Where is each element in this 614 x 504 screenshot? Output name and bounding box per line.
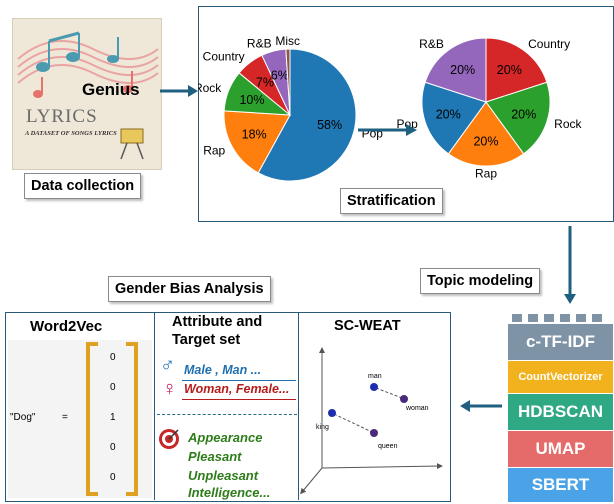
pie-slice-misc [285, 48, 291, 116]
female-underline [182, 399, 296, 400]
word2vec-title: Word2Vec [30, 318, 103, 335]
pie-category-label: Rock [198, 81, 222, 95]
pie-pct-label: 20% [473, 135, 498, 149]
stratification-label: Stratification [340, 188, 443, 214]
male-icon: ♂ [160, 354, 175, 376]
music-notes-illustration [17, 31, 159, 160]
pie-category-label: R&B [419, 37, 444, 51]
point-king [328, 409, 336, 417]
pie-slice-country [485, 37, 548, 103]
vector-value: 0 [110, 382, 116, 393]
scweat-title: SC-WEAT [334, 318, 401, 334]
pie-category-label: Misc [275, 34, 300, 48]
attribute-title-line2: Target set [172, 332, 241, 348]
female-attributes: Woman, Female... [184, 382, 290, 396]
dashed-separator [157, 414, 297, 415]
lyrics-title: LYRICS [26, 106, 98, 127]
pie-category-label: Pop [396, 117, 418, 131]
stack-hdbscan: HDBSCAN [508, 394, 613, 430]
stack-top-blocks [512, 314, 602, 322]
male-attributes: Male , Man ... [184, 363, 262, 377]
topic-modeling-label: Topic modeling [420, 268, 541, 294]
arrow-to-stratification [160, 85, 198, 97]
point-woman [400, 395, 408, 403]
pie-category-label: R&B [247, 36, 272, 50]
vector-bracket [86, 342, 138, 496]
pie-slice-rap [447, 101, 525, 167]
pie-pct-label: 58% [317, 118, 342, 132]
target-unpleasant: Unpleasant [188, 468, 259, 483]
pie-pct-label: 7% [256, 76, 274, 90]
male-underline [182, 380, 296, 381]
gender-bias-label: Gender Bias Analysis [108, 276, 271, 302]
stack-sbert: SBERT [508, 468, 613, 502]
target-intelligence: Intelligence... [188, 485, 271, 500]
pie-pct-label: 10% [239, 93, 264, 107]
word2vec-bg [8, 340, 152, 498]
vector-value: 0 [110, 472, 116, 483]
lyrics-subtitle: A DATASET OF SONGS LYRICS [25, 130, 117, 137]
label-woman: woman [405, 405, 429, 412]
arrow-to-topic-modeling [564, 226, 576, 304]
word2vec-equals: = [62, 412, 68, 423]
scweat-3d-plot: man woman king queen [300, 347, 443, 495]
label-king: king [316, 424, 329, 431]
pie-pct-label: 20% [511, 107, 536, 121]
arrow-to-gender-bias [460, 400, 502, 412]
pie-category-label: Rap [475, 167, 497, 181]
vector-value: 0 [110, 352, 116, 363]
pie-slice-rb [424, 37, 487, 103]
arrow-stratify [358, 124, 417, 136]
pie-pct-label: 20% [450, 63, 475, 77]
attribute-title-line1: Attribute and [172, 314, 263, 330]
pie-category-label: Country [203, 50, 245, 64]
pie-slice-pop [421, 81, 487, 155]
stack-ctfidf: c-TF-IDF [508, 324, 613, 360]
divider-1 [154, 313, 155, 500]
pie-pct-label: 20% [436, 107, 461, 121]
vector-value: 1 [110, 412, 116, 423]
label-man: man [368, 373, 382, 380]
genius-label: Genius [82, 80, 140, 99]
word2vec-word: "Dog" [10, 412, 36, 423]
pie-category-label: Country [528, 37, 570, 51]
stack-countvectorizer: CountVectorizer [508, 361, 613, 393]
stack-umap: UMAP [508, 431, 613, 467]
lyrics-dataset-image [12, 18, 162, 170]
divider-2 [298, 313, 299, 500]
pie-slice-pop [257, 48, 357, 182]
pie-pct-label: 6% [271, 68, 289, 82]
pie-pct-label: 20% [497, 63, 522, 77]
point-man [370, 383, 378, 391]
female-icon: ♀ [162, 378, 177, 400]
pie-category-label: Rap [203, 144, 225, 158]
pie-slice-rock [485, 81, 551, 155]
pie-category-label: Pop [362, 126, 384, 140]
data-collection-label: Data collection [24, 173, 142, 199]
pie-slice-rap [223, 110, 291, 174]
target-icon [159, 429, 179, 449]
vector-value: 0 [110, 442, 116, 453]
pie-after: 20% Country 20% Rock 20% Rap 20% Pop 20% R&B [396, 37, 582, 181]
target-pleasant: Pleasant [188, 449, 242, 464]
pie-category-label: Rock [554, 117, 582, 131]
pie-pct-label: 18% [242, 128, 267, 142]
point-queen [370, 429, 378, 437]
target-appearance: Appearance [188, 430, 263, 445]
label-queen: queen [378, 443, 398, 450]
